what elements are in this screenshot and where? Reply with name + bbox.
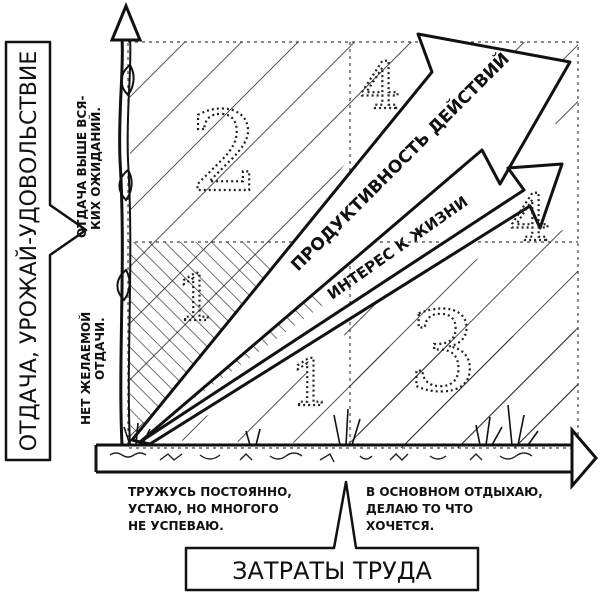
arrow-interest [138,162,564,446]
x-callout-left: ТРУЖУСЬ ПОСТОЯННО, УСТАЮ, НО МНОГОГО НЕ … [128,485,292,533]
bottom-wedge-hatch [150,330,578,448]
x-axis-label: ЗАТРАТЫ ТРУДА [232,557,432,585]
zone-number-4-right: 4 [510,182,551,256]
y-callout-low: НЕТ ЖЕЛАЕМОЙ ОТДАЧИ. [78,312,107,425]
x-axis-ground [94,404,598,491]
x-callout-right-line-1: В ОСНОВНОМ ОТДЫХАЮ, [366,485,543,499]
y-callout-high: ОТДАЧА ВЫШЕ ВСЯ- КИХ ОЖИДАНИЙ. [75,96,103,238]
x-callout-right-line-2: ДЕЛАЮ ТО ЧТО [366,502,473,516]
x-callout-right-line-3: ХОЧЕТСЯ. [366,519,434,533]
y-callout-high-line-1: ОТДАЧА ВЫШЕ ВСЯ- [75,96,89,238]
x-axis-arrowhead [570,425,598,491]
x-callout-left-line-2: УСТАЮ, НО МНОГОГО [128,502,279,516]
y-axis-arrowhead [109,2,143,42]
y-axis-stem [109,2,143,446]
y-axis-label-box: ОТДАЧА, УРОЖАЙ-УДОВОЛЬСТВИЕ [4,40,88,462]
x-axis-label-box: ЗАТРАТЫ ТРУДА [184,480,480,592]
arrow-productivity [130,32,572,444]
x-callout-left-line-3: НЕ УСПЕВАЮ. [128,519,224,533]
zone-number-4-top: 4 [360,50,401,124]
zone-number-2: 2 [190,88,260,216]
x-callout-left-line-1: ТРУЖУСЬ ПОСТОЯННО, [128,485,292,499]
zone-number-3: 3 [408,288,478,416]
zone-number-1-upper: 1 [176,262,217,336]
y-callout-low-line-2: ОТДАЧИ. [93,317,107,380]
x-callout-right: В ОСНОВНОМ ОТДЫХАЮ, ДЕЛАЮ ТО ЧТО ХОЧЕТСЯ… [366,485,543,533]
y-callout-high-line-2: КИХ ОЖИДАНИЙ. [88,107,103,230]
zone-number-1-lower: 1 [290,347,331,421]
y-axis-label: ОТДАЧА, УРОЖАЙ-УДОВОЛЬСТВИЕ [16,51,42,451]
y-callout-low-line-1: НЕТ ЖЕЛАЕМОЙ [78,312,93,425]
